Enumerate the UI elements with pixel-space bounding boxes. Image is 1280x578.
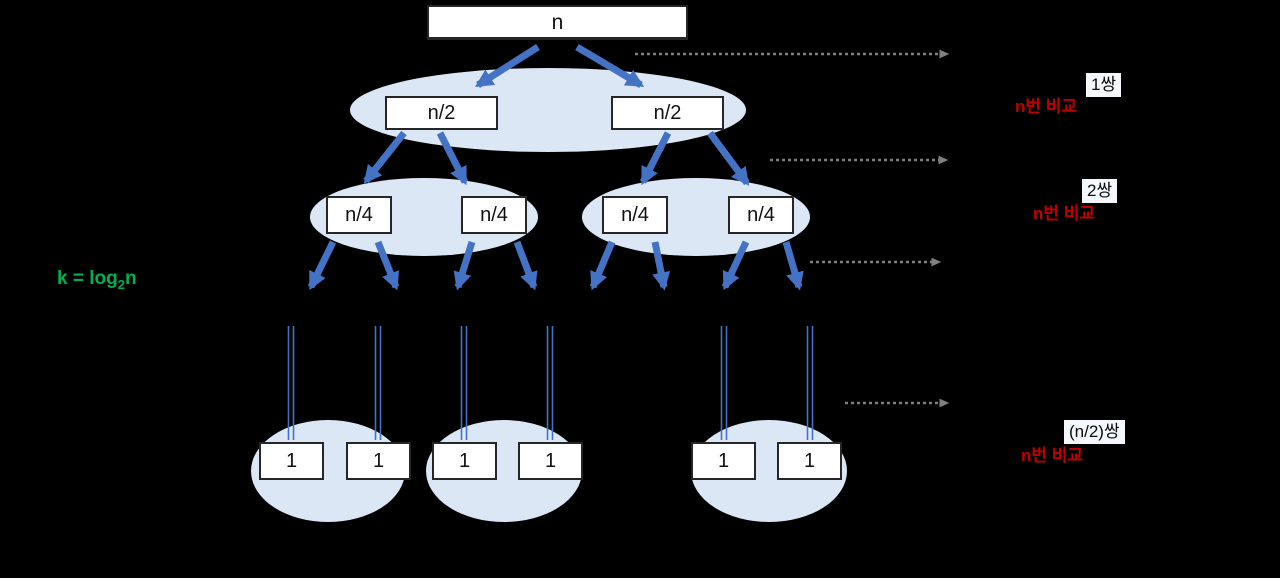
- leaf-node-3: 1: [432, 442, 497, 480]
- level-pointer-arrows: [635, 49, 950, 408]
- leaf-node-2: 1: [346, 442, 411, 480]
- divide-arrow-n4-2-right: [513, 240, 538, 291]
- divide-arrow-n2right-right: [707, 130, 750, 186]
- divide-arrow-n2left-right: [436, 131, 469, 186]
- formula-subscript: 2: [117, 276, 125, 292]
- pair-count-label-leaf-level: (n/2)쌍: [1064, 420, 1125, 444]
- node-n2-right: n/2: [611, 96, 724, 130]
- divide-arrow-n4-1-right: [374, 240, 400, 291]
- divide-arrow-n4-3-right: [651, 241, 671, 291]
- divide-arrow-root-left: [474, 44, 540, 88]
- node-n2-left: n/2: [385, 96, 498, 130]
- divide-arrow-n2left-left: [363, 130, 407, 184]
- comparison-count-label-leaf-level: n번 비교: [1021, 446, 1084, 465]
- formula-prefix: k = log: [57, 268, 118, 289]
- comparison-count-label-level1: n번 비교: [1015, 97, 1078, 116]
- recursion-continuation-lines: [287, 326, 814, 440]
- pair-count-label-level1: 1쌍: [1086, 73, 1122, 97]
- divide-arrow-n4-2-left: [453, 240, 476, 291]
- node-n4-2: n/4: [461, 196, 527, 234]
- merge-pair-ellipse-level1: [350, 68, 746, 152]
- divide-arrow-n4-3-left: [589, 240, 616, 291]
- root-node: n: [427, 5, 688, 40]
- comparison-count-label-level2: n번 비교: [1033, 204, 1096, 223]
- divide-arrow-n4-4-right: [782, 241, 804, 291]
- formula-suffix: n: [124, 268, 137, 289]
- leaf-node-6: 1: [777, 442, 842, 480]
- node-n4-3: n/4: [602, 196, 668, 234]
- divide-arrow-n4-1-left: [307, 240, 337, 291]
- leaf-node-4: 1: [518, 442, 583, 480]
- divide-arrow-root-right: [575, 43, 645, 89]
- divide-arrows: [307, 43, 804, 291]
- pair-count-label-level2: 2쌍: [1082, 179, 1118, 203]
- divide-arrow-n2right-left: [639, 131, 672, 186]
- tree-depth-formula: k = log2n: [57, 268, 137, 292]
- leaf-node-5: 1: [691, 442, 756, 480]
- node-n4-1: n/4: [326, 196, 392, 234]
- leaf-node-1: 1: [259, 442, 324, 480]
- divide-arrow-n4-4-left: [721, 240, 750, 291]
- node-n4-4: n/4: [728, 196, 794, 234]
